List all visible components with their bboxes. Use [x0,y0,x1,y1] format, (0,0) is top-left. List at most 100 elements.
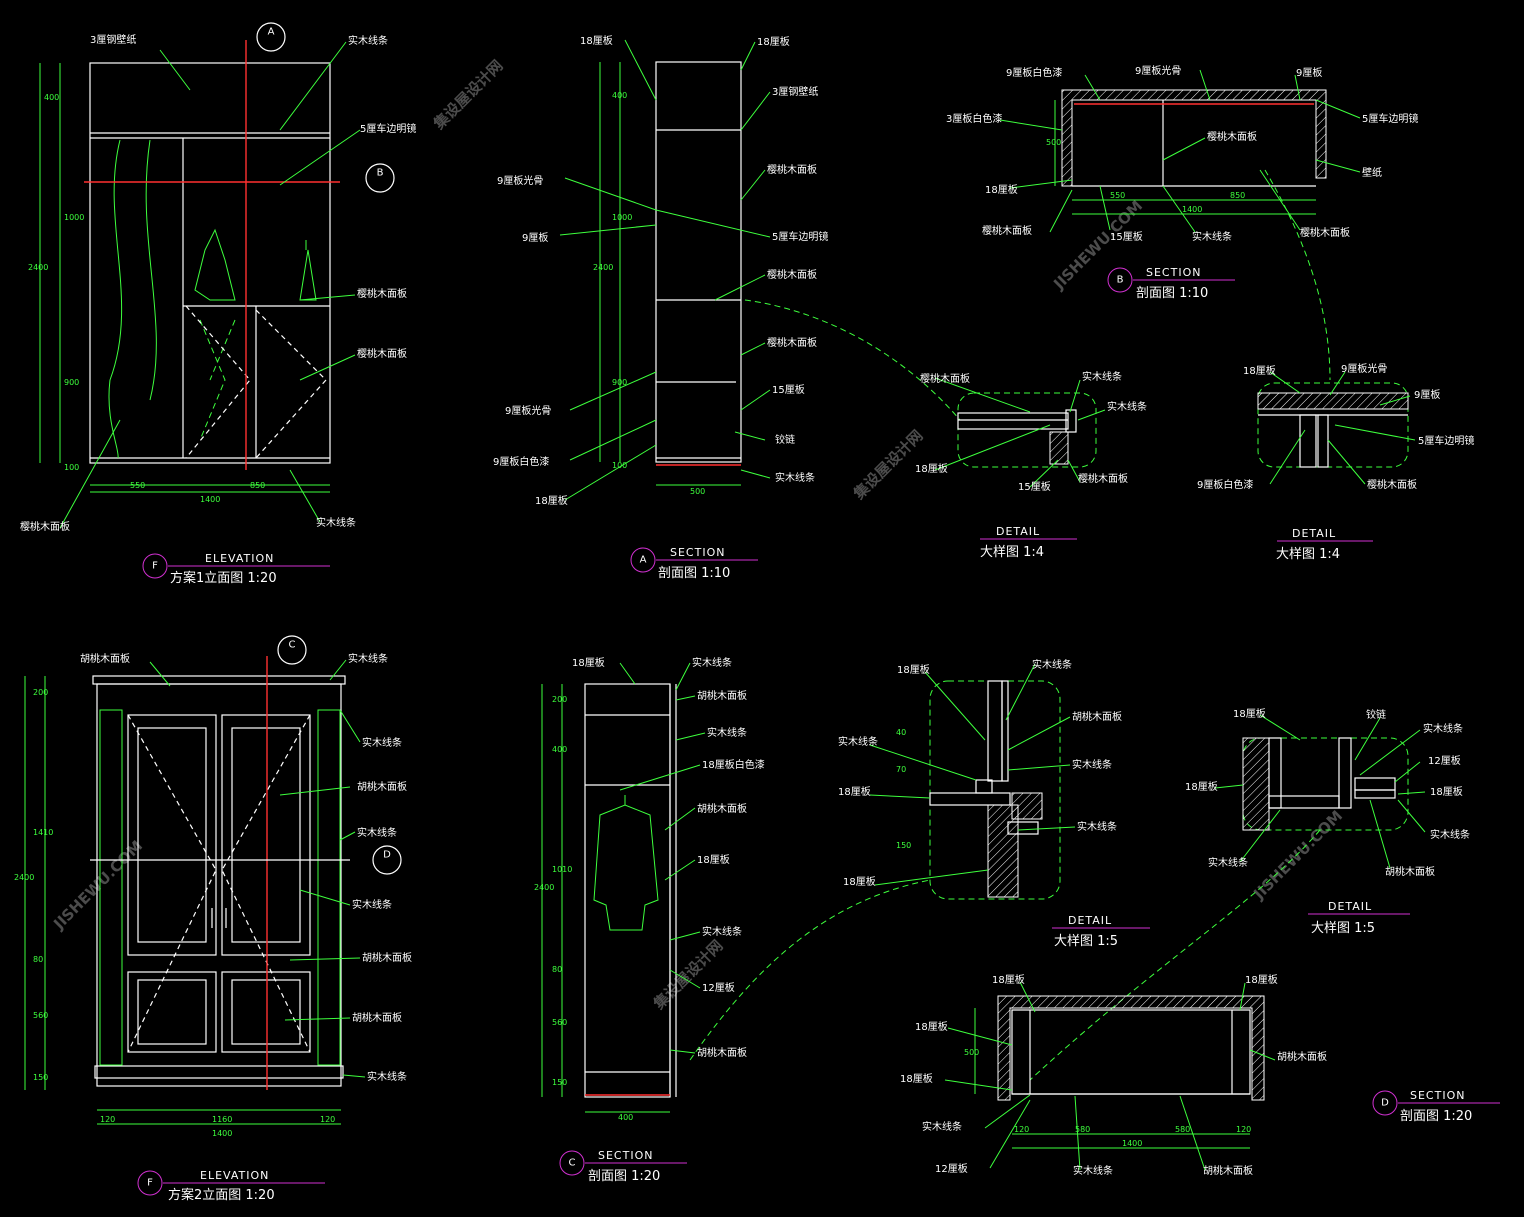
dim-label: 120 [320,1115,335,1124]
dim-label: 1400 [1182,205,1202,214]
annotation: 樱桃木面板 [920,372,970,385]
section-marker-a: A [268,27,275,38]
section-marker-d: D [383,850,391,861]
annotation: 实木线条 [1073,1164,1113,1177]
annotation: 实木线条 [348,34,388,47]
dim-label: 550 [1110,191,1125,200]
drawing-title: 大样图 1:4 [1276,547,1340,562]
elevation-f2: 200 1410 2400 80 560 150 120 1160 120 14… [14,635,412,1203]
annotation: 胡桃木面板 [352,1011,402,1024]
annotation: 5厘车边明镜 [360,122,416,135]
dim-label: 850 [1230,191,1245,200]
annotation: 9厘板 [1296,66,1322,79]
annotation: 18厘板 [572,656,605,669]
dim-label: 2400 [593,263,613,272]
dim-label: 80 [552,965,562,974]
annotation: 9厘板白色漆 [493,455,549,468]
annotation: 樱桃木面板 [767,268,817,281]
dim-label: 2400 [534,883,554,892]
section-c: 200 400 2400 1010 80 560 150 400 18厘板 实木… [534,656,765,1184]
dim-label: 150 [552,1078,567,1087]
annotation: 实木线条 [707,726,747,739]
annotation: 5厘车边明镜 [1418,434,1474,447]
drawing-marker: D [1381,1098,1389,1109]
dim-label: 580 [1175,1125,1190,1134]
annotation: 胡桃木面板 [697,689,747,702]
annotation: 实木线条 [352,898,392,911]
dim-label: 120 [100,1115,115,1124]
section-marker-b: B [377,168,384,179]
drawing-tag: ELEVATION [205,552,274,565]
annotation: 实木线条 [367,1070,407,1083]
dim-label: 2400 [28,263,48,272]
watermark-text: 集设屋设计网 [429,56,506,133]
dim-label: 900 [64,378,79,387]
annotation: 实木线条 [1208,856,1248,869]
annotation: 胡桃木面板 [1385,865,1435,878]
drawing-tag: SECTION [1146,266,1201,279]
annotation: 实木线条 [316,516,356,529]
annotation: 3厘板白色漆 [946,112,1002,125]
annotation: 樱桃木面板 [1207,130,1257,143]
annotation: 18厘板白色漆 [702,758,765,771]
drawing-marker: F [152,561,158,572]
dim-label: 500 [1046,138,1061,147]
annotation: 18厘板 [1245,973,1278,986]
annotation: 18厘板 [992,973,1025,986]
annotation: 实木线条 [1082,370,1122,383]
dim-label: 900 [612,378,627,387]
annotation: 铰链 [1366,708,1386,721]
annotation: 樱桃木面板 [1367,478,1417,491]
callout-arc [1264,169,1331,381]
dim-label: 100 [612,461,627,470]
drawing-tag: DETAIL [1292,527,1336,540]
annotation: 实木线条 [838,735,878,748]
dim-label: 1400 [1122,1139,1142,1148]
dim-label: 400 [552,745,567,754]
drawing-tag: SECTION [1410,1089,1465,1102]
plant-ornament [194,228,317,301]
annotation: 实木线条 [775,471,815,484]
drawing-title: 方案1立面图 1:20 [170,570,277,586]
drawing-title: 剖面图 1:10 [658,566,730,581]
drawing-tag: SECTION [670,546,725,559]
annotation: 18厘板 [985,183,1018,196]
dim-label: 120 [1236,1125,1251,1134]
drawing-tag: DETAIL [1328,900,1372,913]
annotation: 实木线条 [348,652,388,665]
annotation: 胡桃木面板 [1277,1050,1327,1063]
annotation: 18厘板 [838,785,871,798]
dim-label: 1400 [200,495,220,504]
annotation: 18厘板 [1185,780,1218,793]
drawing-title: 大样图 1:4 [980,545,1044,560]
dim-label: 40 [896,728,906,737]
annotation: 实木线条 [1072,758,1112,771]
annotation: 18厘板 [1233,707,1266,720]
detail-1: 樱桃木面板 实木线条 实木线条 18厘板 15厘板 樱桃木面板 DETAIL 大… [915,370,1147,560]
annotation: 18厘板 [915,1020,948,1033]
watermark-text: JISHEWU.COM [49,837,146,934]
annotation: 18厘板 [535,494,568,507]
section-b: 500 550 850 1400 9厘板白色漆 9厘板光骨 9厘板 3厘板白色漆… [946,64,1418,301]
annotation: 18厘板 [757,35,790,48]
annotation: 樱桃木面板 [1300,226,1350,239]
callout-arc [689,879,931,1061]
annotation: 樱桃木面板 [20,520,70,533]
dim-label: 200 [552,695,567,704]
annotation: 9厘板光骨 [1135,64,1181,77]
annotation: 15厘板 [1110,230,1143,243]
coat-on-hanger [593,795,659,931]
annotation: 15厘板 [1018,480,1051,493]
annotation: 实木线条 [1192,230,1232,243]
dim-label: 1000 [612,213,632,222]
drawing-tag: SECTION [598,1149,653,1162]
annotation: 壁纸 [1362,166,1382,179]
annotation: 实木线条 [922,1120,962,1133]
annotation: 实木线条 [357,826,397,839]
dim-label: 70 [896,765,906,774]
annotation: 樱桃木面板 [1078,472,1128,485]
annotation: 9厘板 [522,231,548,244]
annotation: 18厘板 [697,853,730,866]
annotation: 胡桃木面板 [1072,710,1122,723]
watermark-text: 集设屋设计网 [649,936,726,1013]
